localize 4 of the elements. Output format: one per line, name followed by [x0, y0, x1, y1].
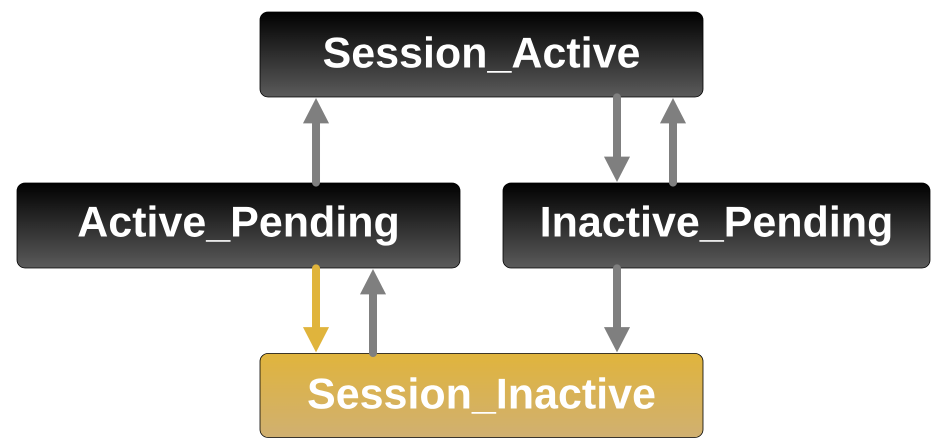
state-box: Active_Pending — [16, 182, 460, 268]
state-box: Session_Inactive — [260, 353, 704, 438]
state-box: Inactive_Pending — [502, 182, 930, 268]
state-box: Session_Active — [260, 12, 704, 98]
